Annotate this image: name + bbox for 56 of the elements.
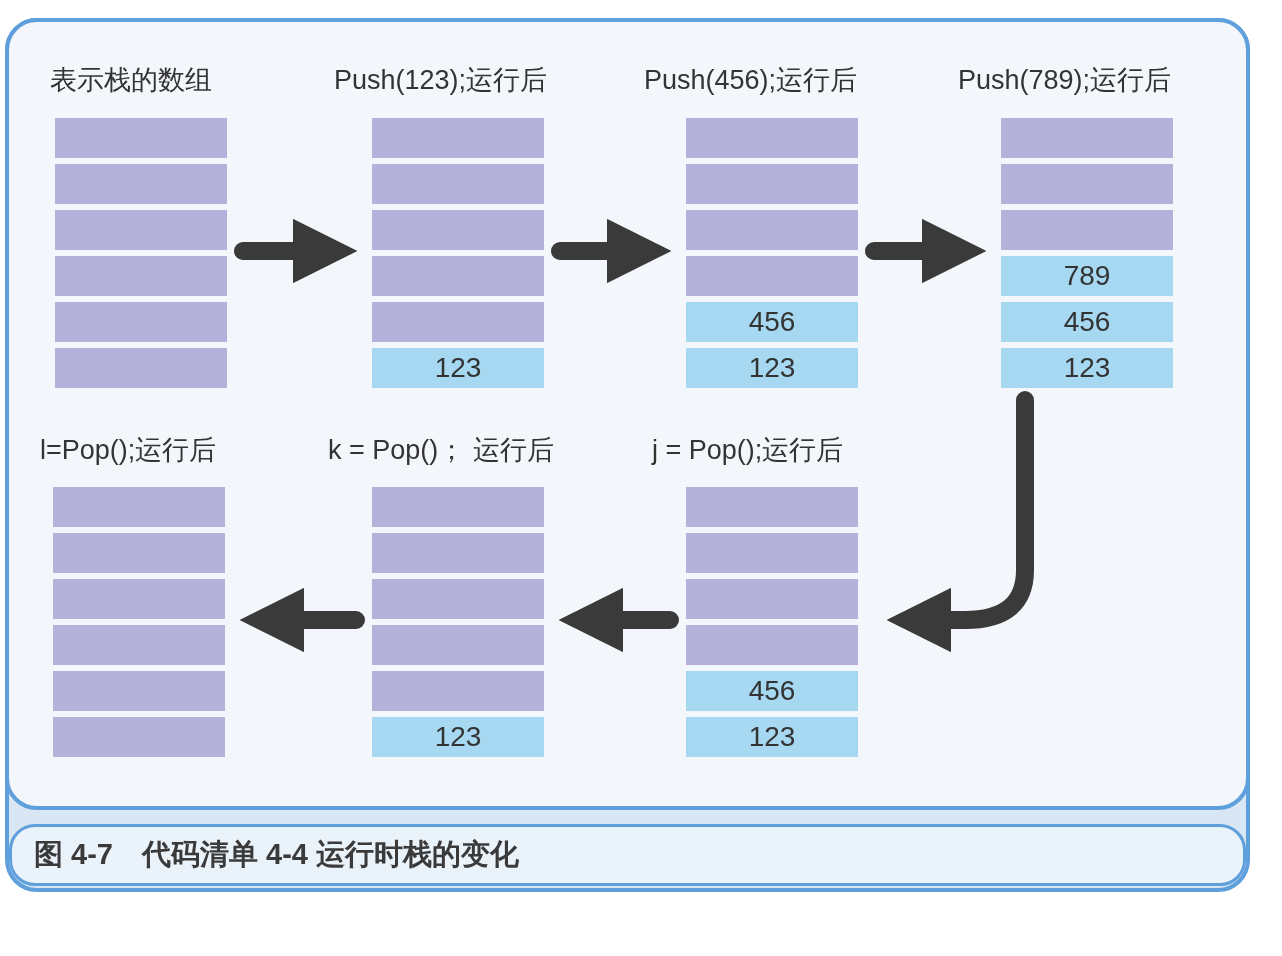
stack-cell — [53, 717, 225, 757]
stack-heading: 表示栈的数组 — [50, 64, 212, 97]
stack-cell — [686, 256, 858, 296]
stack-heading: Push(123);运行后 — [334, 64, 548, 97]
stack-cell — [53, 487, 225, 527]
stack-cell — [372, 256, 544, 296]
stack-cell — [686, 579, 858, 619]
stack-heading: Push(789);运行后 — [958, 64, 1172, 97]
stack-cell — [53, 533, 225, 573]
stack-cell — [1001, 164, 1173, 204]
stack-cell — [55, 256, 227, 296]
stack-cell — [686, 210, 858, 250]
stack-cell — [53, 579, 225, 619]
stack-cell: 123 — [1001, 348, 1173, 388]
stack-cell — [55, 164, 227, 204]
stack-heading: j = Pop();运行后 — [652, 434, 844, 467]
arrow — [239, 587, 365, 653]
stack-cell — [53, 625, 225, 665]
stack-cell: 123 — [372, 348, 544, 388]
stack-cell — [372, 210, 544, 250]
arrow — [551, 218, 672, 284]
stack-cell — [686, 625, 858, 665]
stack-cell — [372, 487, 544, 527]
stack-cell — [686, 487, 858, 527]
stack-cell — [372, 533, 544, 573]
stack-cell — [55, 348, 227, 388]
stack-cell — [686, 533, 858, 573]
stack-cell: 456 — [686, 302, 858, 342]
stack-cell — [1001, 118, 1173, 158]
caption-text: 图 4-7 代码清单 4-4 运行时栈的变化 — [34, 837, 519, 872]
stack-cell — [372, 164, 544, 204]
stack-cell — [686, 164, 858, 204]
stack-cell: 123 — [372, 717, 544, 757]
arrow — [886, 391, 1034, 653]
stack-cell — [1001, 210, 1173, 250]
stack-cell: 123 — [686, 717, 858, 757]
stack-cell: 456 — [686, 671, 858, 711]
stack-cell — [372, 671, 544, 711]
stack-heading: l=Pop();运行后 — [40, 434, 217, 467]
stack-cell — [55, 210, 227, 250]
stack-cell — [55, 118, 227, 158]
stack-cell: 456 — [1001, 302, 1173, 342]
arrow — [865, 218, 987, 284]
stack-cell — [686, 118, 858, 158]
stack-cell: 123 — [686, 348, 858, 388]
stack-heading: Push(456);运行后 — [644, 64, 858, 97]
arrow — [558, 587, 679, 653]
stack-cell — [372, 625, 544, 665]
stack-cell — [372, 302, 544, 342]
stack-cell — [53, 671, 225, 711]
stack-cell — [372, 579, 544, 619]
stack-cell — [55, 302, 227, 342]
stack-heading: k = Pop()； 运行后 — [328, 434, 554, 467]
stack-cell: 789 — [1001, 256, 1173, 296]
arrow — [234, 218, 358, 284]
stack-cell — [372, 118, 544, 158]
